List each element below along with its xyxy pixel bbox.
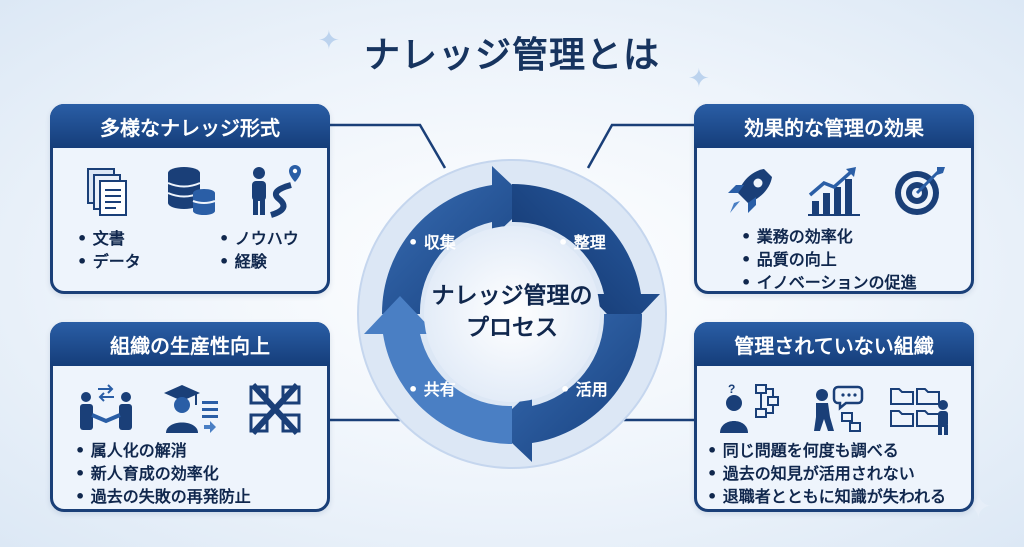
list-item: 属人化の解消 [75, 439, 251, 462]
person-journey-icon [251, 165, 301, 218]
svg-text:?: ? [728, 382, 735, 396]
effects-list: 業務の効率化 品質の向上 イノベーションの促進 [741, 225, 917, 294]
process-cycle [357, 159, 667, 469]
center-label-line2: プロセス [466, 315, 558, 341]
list-item: 退職者とともに知識が失われる [707, 485, 946, 508]
cycle-arrow-organize [512, 183, 660, 332]
cycle-arrow-share [364, 296, 512, 445]
center-label-line1: ナレッジ管理の [431, 283, 593, 309]
graduate-icon [164, 385, 218, 433]
list-item: 文書 [77, 227, 141, 250]
cycle-label-utilize: • 活用 [560, 380, 608, 399]
connector-top-right [586, 123, 694, 169]
growth-chart-icon [808, 167, 860, 216]
panel-title: 管理されていない組織 [694, 322, 974, 366]
cycle-label-organize: • 整理 [558, 233, 606, 252]
panel-title: 組織の生産性向上 [50, 322, 330, 366]
cycle-arrow-utilize [494, 314, 643, 462]
unmanaged-list: 同じ問題を何度も調べる 過去の知見が活用されない 退職者とともに知識が失われる [707, 439, 946, 508]
panel-management-effects: 効果的な管理の効果 業務の効率化 品質の向上 [694, 104, 974, 294]
scattered-folders-icon [889, 388, 948, 435]
formats-list-right: ノウハウ 経験 [219, 227, 299, 273]
list-item: 新人育成の効率化 [75, 462, 251, 485]
page-title: ナレッジ管理とは [363, 35, 660, 76]
list-item: イノベーションの促進 [741, 271, 917, 294]
sparkle-icon: ✦ [318, 26, 340, 56]
target-icon [894, 167, 945, 215]
cycle-arrow-collect [381, 166, 530, 314]
list-item: 過去の失敗の再発防止 [75, 485, 251, 508]
panel-knowledge-formats: 多様なナレッジ形式 [50, 104, 330, 294]
panel-productivity: 組織の生産性向上 属 [50, 322, 330, 512]
list-item: 過去の知見が活用されない [707, 462, 946, 485]
connector-top-left [330, 123, 447, 169]
handshake-exchange-icon [79, 384, 132, 430]
list-item: 経験 [219, 250, 299, 273]
panel-title: 効果的な管理の効果 [694, 104, 974, 148]
list-item: 同じ問題を何度も調べる [707, 439, 946, 462]
sparkle-icon: ✦ [688, 64, 710, 94]
list-item: 品質の向上 [741, 248, 916, 271]
list-item: データ [77, 250, 141, 273]
documents-icon [86, 168, 127, 216]
center-label: ナレッジ管理の プロセス [412, 280, 612, 344]
formats-list-left: 文書 データ [77, 227, 141, 273]
lost-person-icon [814, 385, 864, 432]
productivity-list: 属人化の解消 新人育成の効率化 過去の失敗の再発防止 [75, 439, 251, 508]
panel-unmanaged-organization: 管理されていない組織 ? [694, 322, 974, 512]
database-icon [167, 167, 216, 215]
cycle-label-collect: • 収集 [408, 233, 456, 252]
confused-person-icon: ? [719, 382, 779, 433]
list-item: 業務の効率化 [741, 225, 916, 248]
panel-title: 多様なナレッジ形式 [50, 104, 330, 148]
cycle-label-share: • 共有 [408, 380, 456, 399]
broken-link-icon [249, 382, 300, 436]
list-item: ノウハウ [219, 227, 299, 250]
rocket-icon [727, 169, 772, 213]
